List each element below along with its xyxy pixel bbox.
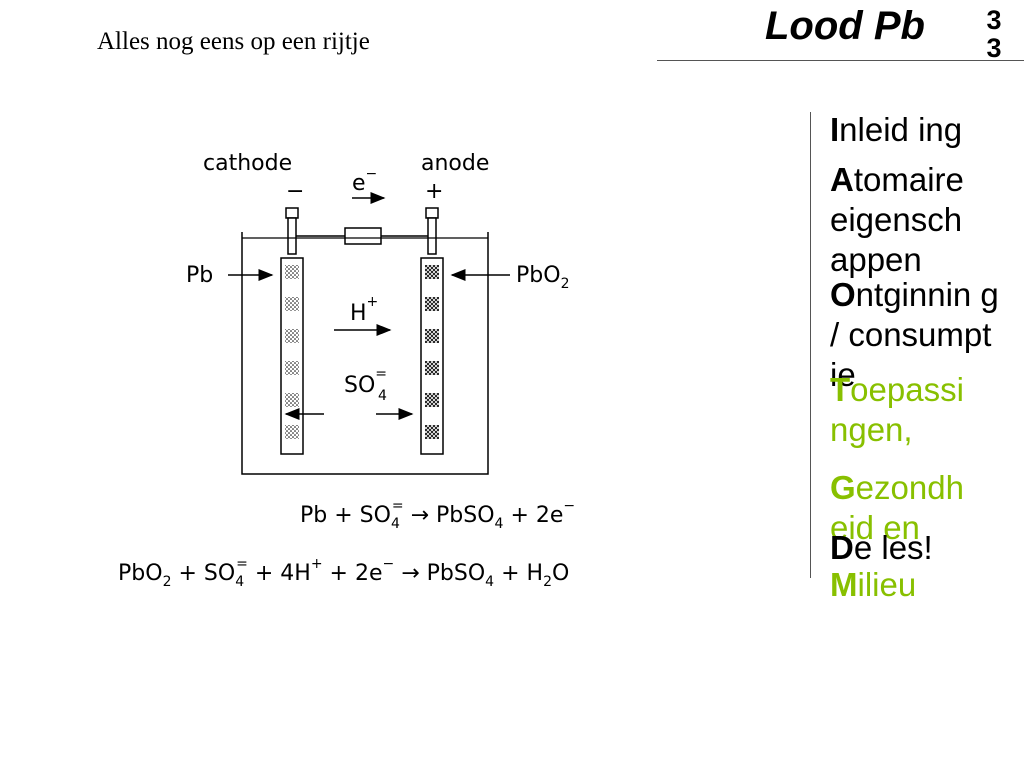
cathode-plate	[280, 257, 304, 455]
resistor	[344, 227, 382, 245]
nav-initial: M	[830, 566, 858, 603]
nav-label: ezondh eid en	[830, 469, 964, 546]
cathode-rod	[287, 217, 297, 255]
sulfate-ion-label: SO=4	[344, 366, 387, 404]
nav-item-de-les[interactable]: De les!	[830, 528, 1008, 568]
slide-title: Lood Pb	[765, 4, 925, 48]
header-divider	[657, 60, 1024, 61]
left-electrode-label: Pb	[186, 263, 213, 288]
nav-initial: G	[830, 469, 856, 506]
nav-initial: O	[830, 276, 856, 313]
slide-number: 3 3	[982, 6, 1006, 62]
right-electrode-label: PbO2	[516, 263, 569, 292]
electron-label: e−	[352, 166, 377, 196]
sidebar-divider	[810, 112, 811, 578]
equation-anode: PbO2 + SO4= + 4H+ + 2e− → PbSO4 + H2O	[118, 556, 569, 590]
equation-cathode: Pb + SO4= → PbSO4 + 2e−	[300, 498, 575, 532]
nav-item-toepassingen[interactable]: Toepassi ngen,	[830, 370, 1008, 450]
slide-subtitle: Alles nog eens op een rijtje	[97, 28, 370, 55]
nav-label: e les!	[853, 529, 933, 566]
slide-number-line-2: 3	[986, 33, 1002, 63]
cathode-sign: −	[286, 179, 304, 204]
nav-item-atomaire-eigenschappen[interactable]: Atomaire eigensch appen	[830, 160, 1008, 280]
anode-rod	[427, 217, 437, 255]
anode-terminal	[425, 207, 439, 219]
hydrogen-ion-label: H+	[350, 294, 378, 326]
slide-number-line-1: 3	[986, 5, 1002, 35]
anode-plate	[420, 257, 444, 455]
lead-acid-cell-diagram: cathode anode − + e− Pb PbO2 H+ SO=4	[118, 151, 575, 590]
nav-label: ntginnin g / consumpt ie	[830, 276, 999, 393]
nav-item-ontginning[interactable]: Ontginnin g / consumpt ie	[830, 275, 1008, 395]
nav-initial: D	[830, 529, 854, 566]
nav-label: ilieu	[857, 566, 917, 603]
nav-item-gezondheid[interactable]: Gezondh eid en	[830, 468, 1008, 548]
nav-label: nleid ing	[839, 111, 963, 148]
electrolyte-tank	[241, 232, 489, 475]
nav-initial: A	[830, 161, 854, 198]
cathode-terminal	[285, 207, 299, 219]
nav-item-milieu[interactable]: Milieu	[830, 565, 1008, 605]
anode-sign: +	[425, 179, 443, 204]
cathode-label: cathode	[203, 151, 292, 176]
nav-initial: I	[830, 111, 840, 148]
nav-label: oepassi ngen,	[830, 371, 964, 448]
nav-initial: T	[830, 371, 851, 408]
nav-item-inleiding[interactable]: Inleid ing	[830, 110, 1008, 150]
nav-label: tomaire eigensch appen	[830, 161, 964, 278]
anode-label: anode	[421, 151, 489, 176]
